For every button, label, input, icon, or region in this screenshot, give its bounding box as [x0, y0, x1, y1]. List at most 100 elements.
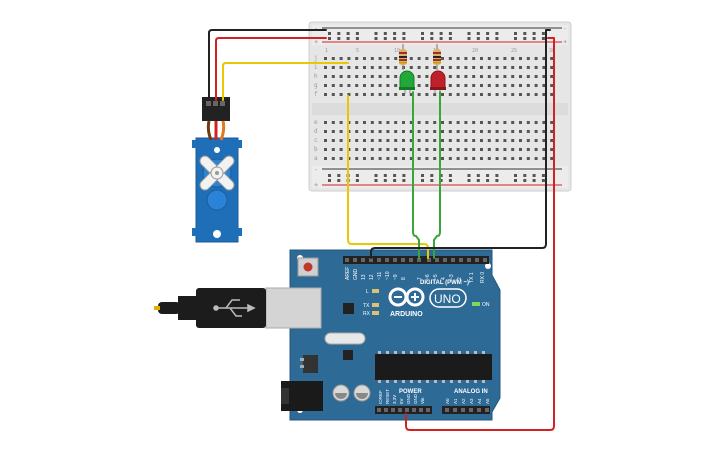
hole [337, 174, 341, 177]
hole [550, 157, 554, 160]
hole [439, 37, 443, 40]
hole [427, 258, 431, 262]
hole [511, 57, 515, 60]
hole [378, 93, 382, 96]
hole [331, 84, 335, 87]
hole [412, 408, 416, 412]
hole [487, 66, 491, 69]
hole [386, 380, 389, 383]
hole [417, 258, 421, 262]
hole [377, 258, 381, 262]
hole [385, 258, 389, 262]
hole [441, 157, 444, 160]
hole [324, 157, 327, 160]
pin-label-a0: A0 [445, 398, 450, 404]
hole [523, 174, 527, 177]
row-label-a: a [314, 155, 318, 162]
pin-label-ioref: IOREF [378, 390, 383, 404]
hole [448, 84, 452, 87]
hole [472, 93, 476, 96]
hole [402, 37, 406, 40]
hole [519, 57, 522, 60]
hole [393, 37, 397, 40]
hole [355, 157, 359, 160]
hole [383, 174, 387, 177]
hole [472, 157, 476, 160]
hole [456, 157, 460, 160]
hole [467, 37, 471, 40]
hole [526, 139, 530, 142]
hole [476, 37, 480, 40]
hole [534, 93, 538, 96]
hole [464, 84, 468, 87]
wire-yellow-to-arduino [347, 95, 429, 259]
hole [355, 32, 359, 35]
hole [417, 75, 421, 78]
hole [439, 174, 443, 177]
hole [410, 380, 413, 383]
hole [331, 75, 335, 78]
hole [386, 57, 390, 60]
hole [514, 32, 517, 35]
hole [346, 32, 350, 35]
hole [331, 121, 335, 124]
hole [519, 139, 522, 142]
hole [402, 380, 405, 383]
hole [439, 32, 443, 35]
pin-label-tx: TX 1 [469, 272, 475, 283]
hole [337, 37, 341, 40]
hole [503, 57, 507, 60]
resistor-1 [399, 44, 407, 70]
hole [534, 148, 538, 151]
hole [355, 121, 359, 124]
hole [464, 139, 468, 142]
hole [534, 84, 538, 87]
hole [324, 139, 327, 142]
hole [331, 93, 335, 96]
hole [394, 57, 398, 60]
red-led [430, 70, 446, 94]
pin-label-gnd-1: GND [406, 393, 411, 404]
hole [324, 93, 327, 96]
hole [402, 139, 405, 142]
hole [378, 157, 382, 160]
voltage-regulator [303, 355, 318, 373]
row-label-b: b [314, 146, 318, 153]
led-label-l: L [366, 289, 369, 295]
onboard-led-l [372, 289, 379, 293]
hole [378, 139, 382, 142]
hole [402, 130, 405, 133]
hole [480, 75, 483, 78]
wire-5v-to-breadboard [405, 37, 555, 431]
hole [355, 84, 359, 87]
hole [394, 380, 397, 383]
arduino-uno-board: AREF GND 13 12 ~11 ~10 ~9 8 7 ~6 ~5 4 ~3… [281, 249, 501, 421]
hole [328, 37, 331, 40]
hole [448, 130, 452, 133]
reset-button-cap [303, 262, 313, 272]
hole [391, 408, 395, 412]
hole [370, 75, 374, 78]
hole [324, 148, 327, 151]
digital-header [343, 256, 489, 264]
hole [464, 75, 468, 78]
col-label-10: 10 [394, 48, 400, 54]
hole [541, 37, 545, 40]
hole [363, 130, 366, 133]
hole [417, 139, 421, 142]
hole [441, 121, 444, 124]
row-label-i: i [314, 64, 318, 71]
hole [464, 130, 468, 133]
hole [378, 66, 382, 69]
hole [394, 66, 398, 69]
hole [526, 157, 530, 160]
hole [433, 139, 437, 142]
hole [474, 380, 477, 383]
hole [487, 121, 491, 124]
hole [534, 157, 538, 160]
hole [511, 139, 515, 142]
hole [503, 157, 507, 160]
hole [448, 93, 452, 96]
hole [503, 139, 507, 142]
